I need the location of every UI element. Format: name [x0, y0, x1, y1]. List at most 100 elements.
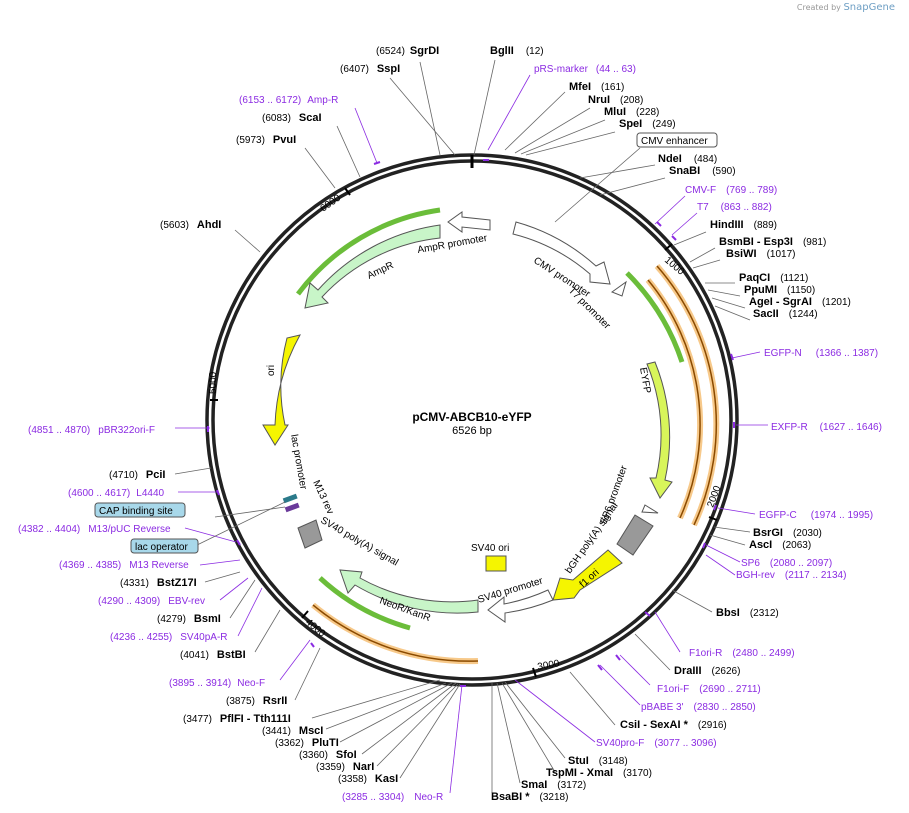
feature-neor: [339, 569, 479, 614]
tick-5000: 5000: [208, 371, 219, 394]
feature-eyfp: [646, 361, 673, 499]
site-sacii: SacII(1244): [753, 308, 818, 320]
site-bstbi: (4041)BstBI: [180, 649, 246, 661]
site-egfp-n: EGFP-N(1366 .. 1387): [764, 348, 878, 359]
site-sv40pa-r: (4236 .. 4255)SV40pA-R: [110, 632, 228, 643]
site-pflfi: (3477)PflFI - Tth111I: [183, 713, 291, 725]
site-rsrii: (3875)RsrII: [226, 695, 287, 707]
site-msci: (3441)MscI: [262, 725, 323, 737]
site-labels: (6524)SgrDI BglII(12) (6407)SspI pRS-mar…: [18, 45, 882, 803]
plasmid-length: 6526 bp: [452, 425, 492, 437]
site-sv40pro-f: SV40pro-F(3077 .. 3096): [596, 738, 717, 749]
site-bsiwi: BsiWI(1017): [726, 248, 795, 260]
site-bsrgi: BsrGI(2030): [753, 527, 822, 539]
feature-ampr: [304, 224, 441, 309]
site-nrui: NruI(208): [588, 94, 643, 106]
site-pbr322ori-f: (4851 .. 4870)pBR322ori-F: [28, 425, 155, 436]
label-lac-promoter: lac promoter: [288, 434, 309, 491]
plasmid-name: pCMV-ABCB10-eYFP: [412, 410, 531, 424]
site-bsmi: (4279)BsmI: [157, 613, 221, 625]
site-sgrdi: (6524)SgrDI: [376, 45, 439, 57]
site-csii: CsiI - SexAI *(2916): [620, 719, 727, 731]
tick-3000: 3000: [537, 658, 561, 673]
cmv-enhancer-box: [636, 132, 718, 148]
site-sfoi: (3360)SfoI: [299, 749, 357, 761]
site-sspi: (6407)SspI: [340, 63, 400, 75]
site-bbsi: BbsI(2312): [716, 607, 779, 619]
label-eyfp: EYFP: [637, 367, 652, 395]
credit-prefix: Created by: [796, 3, 841, 12]
site-exfp-r: EXFP-R(1627 .. 1646): [771, 422, 882, 433]
site-bgh-rev: BGH-rev(2117 .. 2134): [736, 570, 846, 581]
site-smai: SmaI(3172): [521, 779, 586, 791]
site-ebv-rev: (4290 .. 4309)EBV-rev: [98, 596, 205, 607]
site-m13-reverse: (4369 .. 4385)M13 Reverse: [59, 560, 189, 571]
site-prs-marker: pRS-marker(44 .. 63): [534, 64, 636, 75]
site-ppumi: PpuMI(1150): [744, 284, 815, 296]
site-scai: (6083)ScaI: [262, 112, 322, 124]
site-pcii: (4710)PciI: [109, 469, 165, 481]
site-m13-puc: (4382 .. 4404)M13/pUC Reverse: [18, 524, 171, 535]
site-paqci: PaqCI(1121): [739, 272, 808, 284]
leader-lines: [174, 59, 768, 794]
site-amp-r: (6153 .. 6172)Amp-R: [239, 95, 338, 106]
site-snabi: SnaBI(590): [669, 165, 736, 177]
site-f1ori-f: F1ori-F(2690 .. 2711): [657, 684, 761, 695]
features: [262, 211, 673, 623]
site-bsmbi: BsmBI - Esp3I(981): [719, 236, 826, 248]
primer-marks: [207, 159, 735, 687]
snapgene-logo: SnapGene: [843, 2, 895, 13]
site-f1ori-r: F1ori-R(2480 .. 2499): [689, 648, 795, 659]
site-pbabe: pBABE 3'(2830 .. 2850): [641, 702, 756, 713]
label-ori: ori: [266, 365, 277, 376]
site-bsabi: BsaBI *(3218): [491, 791, 568, 803]
feature-t7-promoter: [610, 280, 627, 297]
site-bglii: BglII(12): [490, 45, 544, 57]
feature-bgh-polya: [616, 514, 654, 556]
site-nari: (3359)NarI: [316, 761, 374, 773]
cap-binding-box: [94, 502, 186, 518]
site-cap-binding: CAP binding site: [99, 506, 173, 517]
feature-ori: [262, 334, 301, 446]
site-t7: T7(863 .. 882): [697, 202, 772, 213]
site-cmv-f: CMV-F(769 .. 789): [685, 185, 777, 196]
site-neo-r: (3285 .. 3304)Neo-R: [342, 792, 443, 803]
site-egfp-c: EGFP-C(1974 .. 1995): [759, 510, 873, 521]
site-neo-f: (3895 .. 3914)Neo-F: [169, 678, 265, 689]
site-kasi: (3358)KasI: [338, 773, 398, 785]
site-bstz17i: (4331)BstZ17I: [120, 577, 197, 589]
site-ahdi: (5603)AhdI: [160, 219, 221, 231]
label-ampr: AmpR: [366, 260, 396, 282]
site-stui: StuI(3148): [568, 755, 628, 767]
label-sv40-ori: SV40 ori: [471, 543, 509, 554]
site-cmv-enhancer: CMV enhancer: [641, 136, 708, 147]
site-pluti: (3362)PluTI: [275, 737, 339, 749]
label-m13-rev: M13 rev: [310, 479, 335, 516]
site-pvui: (5973)PvuI: [236, 134, 296, 146]
site-sp6: SP6(2080 .. 2097): [741, 558, 832, 569]
site-asci: AscI(2063): [749, 539, 811, 551]
green-arcs: [295, 207, 685, 631]
site-tspmi: TspMI - XmaI(3170): [546, 767, 652, 779]
feature-cap: [284, 502, 300, 513]
site-spei: SpeI(249): [619, 118, 676, 130]
feature-lac-op: [282, 493, 298, 504]
site-mlui: MluI(228): [604, 106, 659, 118]
feature-sv40-polya: [297, 519, 323, 549]
feature-ampr-promoter: [447, 211, 491, 233]
feature-sp6-promoter: [641, 504, 659, 514]
site-hindiii: HindIII(889): [710, 219, 777, 231]
site-mfei: MfeI(161): [569, 81, 624, 93]
site-draiii: DraIII(2626): [674, 665, 740, 677]
feature-sv40-promoter: [487, 589, 554, 623]
feature-cmv-promoter: [512, 221, 611, 285]
orf-arcs: [311, 264, 720, 665]
snapgene-credit: Created by SnapGene: [797, 2, 895, 13]
label-sv40-polya: SV40 poly(A) signal: [319, 515, 401, 568]
lac-operator-box: [130, 538, 199, 554]
site-ndei: NdeI(484): [658, 153, 717, 165]
site-agei: AgeI - SgrAI(1201): [749, 296, 851, 308]
feature-sv40-ori: [485, 555, 507, 572]
feature-f1-ori: [552, 549, 623, 601]
